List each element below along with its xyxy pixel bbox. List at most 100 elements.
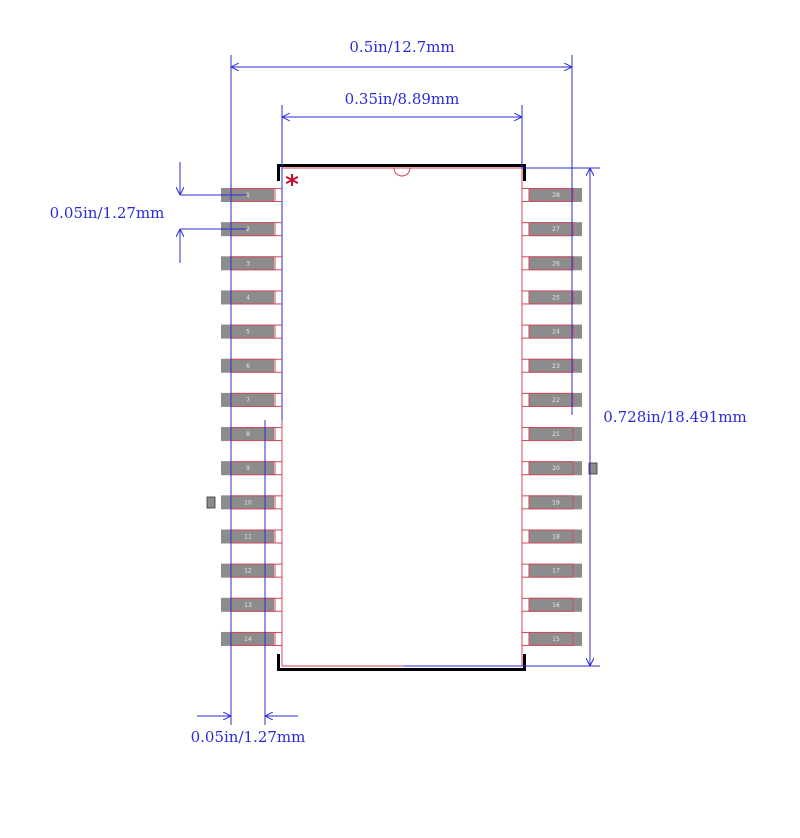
pad-1: 1 xyxy=(221,188,282,202)
pin-number: 20 xyxy=(552,465,560,472)
pad-outline xyxy=(528,324,574,339)
pad-fill xyxy=(529,256,582,271)
pin-number: 11 xyxy=(244,534,252,541)
pin-number: 12 xyxy=(244,568,252,575)
pad-fill xyxy=(221,563,274,578)
body-top-edge xyxy=(277,164,526,181)
pad-outline xyxy=(528,631,574,646)
pin-number: 19 xyxy=(552,499,560,506)
pad-fill xyxy=(221,495,274,510)
pin-number: 3 xyxy=(246,260,250,267)
pad-outline xyxy=(528,256,574,271)
pin-number: 15 xyxy=(552,636,560,643)
body-length-label: 0.728in/18.491mm xyxy=(603,408,746,426)
pad-13: 13 xyxy=(221,597,282,612)
pad-outline xyxy=(528,597,574,612)
pad-fill xyxy=(221,188,274,202)
pad-8: 8 xyxy=(221,427,282,442)
pad-15: 15 xyxy=(522,631,582,646)
pad-24: 24 xyxy=(522,324,582,339)
pad-fill xyxy=(221,529,274,544)
pin-pitch-label: 0.05in/1.27mm xyxy=(50,204,165,222)
pad-22: 22 xyxy=(522,392,582,407)
pad-outline xyxy=(528,188,574,202)
pin-number: 24 xyxy=(552,329,560,336)
pad-fill xyxy=(529,461,582,476)
pin-number: 6 xyxy=(246,363,250,370)
dimension-overall-width: 0.5in/12.7mm xyxy=(230,38,573,725)
pad-7: 7 xyxy=(221,392,282,407)
pad-outline xyxy=(528,461,574,476)
body-width-label: 0.35in/8.89mm xyxy=(345,90,460,108)
pad-11: 11 xyxy=(221,529,282,544)
pad-fill xyxy=(221,597,274,612)
pad-outline xyxy=(528,427,574,442)
pin-number: 8 xyxy=(246,431,250,438)
pad-fill xyxy=(221,290,274,305)
pad-fill xyxy=(529,597,582,612)
pin-number: 23 xyxy=(552,363,560,370)
pin-number: 25 xyxy=(552,294,560,301)
pin-number: 28 xyxy=(552,192,560,199)
dimension-pin-pitch: 0.05in/1.27mm xyxy=(50,162,246,263)
pin-number: 14 xyxy=(244,636,252,643)
package-body xyxy=(277,164,526,671)
pin-number: 10 xyxy=(244,499,252,506)
pad-23: 23 xyxy=(522,358,582,373)
pad-fill xyxy=(221,324,274,339)
pin-number: 27 xyxy=(552,226,560,233)
pad-fill xyxy=(529,290,582,305)
overall-width-label: 0.5in/12.7mm xyxy=(349,38,454,56)
body-outline xyxy=(281,167,523,667)
pad-fill xyxy=(221,631,274,646)
pad-fill xyxy=(529,495,582,510)
pin1-notch-icon xyxy=(393,167,411,177)
pad-fill xyxy=(529,631,582,646)
pin-number: 22 xyxy=(552,397,560,404)
pad-20: 20 xyxy=(522,461,582,476)
pad-6: 6 xyxy=(221,358,282,373)
pad-outline xyxy=(528,563,574,578)
pad-fill xyxy=(529,222,582,237)
pad-fill xyxy=(529,324,582,339)
pad-fill xyxy=(221,427,274,442)
pad-fill xyxy=(221,222,274,237)
pad-21: 21 xyxy=(522,427,582,442)
fiducial-left xyxy=(206,496,216,509)
pad-25: 25 xyxy=(522,290,582,305)
pin-number: 4 xyxy=(246,294,250,301)
pad-fill xyxy=(221,256,274,271)
pin-number: 18 xyxy=(552,534,560,541)
pads-right: 28 27 26 25 24 23 22 21 20 19 18 17 16 15 xyxy=(522,188,582,646)
fiducial-right xyxy=(588,462,598,475)
dimension-pad-width: 0.05in/1.27mm xyxy=(191,420,305,746)
pad-28: 28 xyxy=(522,188,582,202)
pad-18: 18 xyxy=(522,529,582,544)
pad-outline xyxy=(528,529,574,544)
pad-fill xyxy=(529,358,582,373)
dimension-body-width: 0.35in/8.89mm xyxy=(281,90,523,168)
pad-27: 27 xyxy=(522,222,582,237)
dimension-body-length: 0.728in/18.491mm xyxy=(522,167,747,667)
pad-10: 10 xyxy=(221,495,282,510)
body-bottom-edge xyxy=(277,654,526,671)
pad-fill xyxy=(529,427,582,442)
pin1-asterisk-icon: * xyxy=(285,170,299,200)
pin-number: 16 xyxy=(552,602,560,609)
pad-fill xyxy=(529,529,582,544)
pad-outline xyxy=(528,495,574,510)
pad-14: 14 xyxy=(221,631,282,646)
pin-number: 9 xyxy=(246,465,250,472)
pad-fill xyxy=(221,461,274,476)
pin-number: 13 xyxy=(244,602,252,609)
pad-outline xyxy=(528,358,574,373)
pin-number: 1 xyxy=(246,192,250,199)
pin-number: 17 xyxy=(552,568,560,575)
pad-fill xyxy=(221,392,274,407)
pin-number: 2 xyxy=(246,226,250,233)
pad-fill xyxy=(529,563,582,578)
pin-number: 26 xyxy=(552,260,560,267)
pad-outline xyxy=(528,222,574,237)
pin-number: 5 xyxy=(246,329,250,336)
